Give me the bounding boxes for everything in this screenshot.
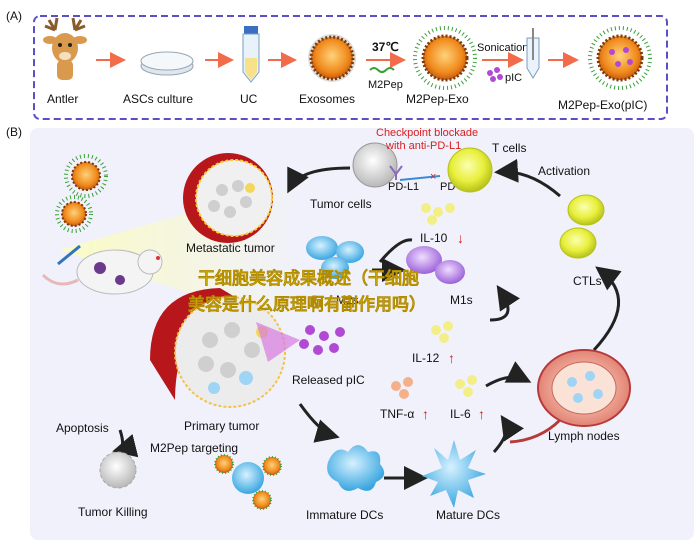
step-m2pep-exo: M2Pep-Exo [406,92,469,106]
primary-tumor-icon [150,288,300,408]
pd-l1-label: PD-L1 [388,181,419,193]
peptide-icon [369,67,395,73]
exosome-icon [308,34,356,82]
il10-down-arrow: ↓ [457,230,464,246]
checkpoint-line2: with anti-PD-L1 [385,140,461,152]
tumor-cells-label: Tumor cells [310,197,372,211]
metastatic-tumor-label: Metastatic tumor [186,241,275,255]
mature-dc-icon [422,440,486,508]
pic-dots-icon [487,67,503,82]
panel-a-tag: (A) [6,9,22,23]
activation-label: Activation [538,164,590,178]
m1-label: M1s [450,293,473,307]
centrifuge-tube-icon [242,26,260,83]
lymph-node-icon [509,349,631,444]
ctl-cell-1 [567,194,605,226]
step-uc: UC [240,92,258,106]
metastatic-tumor-icon [183,153,273,243]
m2pep-targeting-label: M2Pep targeting [150,441,238,455]
step-m2pep-exo-pic: M2Pep-Exo(pIC) [558,98,647,112]
petri-dish-icon [140,51,194,76]
primary-tumor-label: Primary tumor [184,419,259,433]
exosome-particle-1 [64,154,108,198]
antibody-icon [389,165,403,180]
panel-b: (B) Metastat [6,125,694,540]
dying-tumor-cell-icon [99,451,137,489]
checkpoint-line1: Checkpoint blockade [376,127,478,139]
arrow-apoptosis [112,429,139,458]
mouse-icon [41,249,163,295]
apoptosis-label: Apoptosis [56,421,109,435]
tumor-killing-label: Tumor Killing [78,505,148,519]
il6-label: IL-6 [450,407,471,421]
sonication-label: Sonication [477,42,528,54]
m2-label: M2s [336,293,359,307]
il6-up-arrow: ↑ [478,406,485,422]
panel-b-tag: (B) [6,125,22,139]
immature-dcs-label: Immature DCs [306,508,383,522]
m2pep-label: M2Pep [368,79,403,91]
ctls-label: CTLs [573,274,602,288]
arrow-tumor-to-metastatic [287,166,351,194]
targeting-macrophage-icon [214,454,282,510]
cytokine-dots-il6 [455,375,477,397]
exosome-particle-2 [55,195,93,233]
lymph-nodes-label: Lymph nodes [548,429,620,443]
il10-label: IL-10 [420,231,448,245]
step-ascs: ASCs culture [123,92,193,106]
tumor-cell-icon [352,142,398,188]
panel-a: (A) Antler ASCs culture UC [6,9,668,120]
m2-macrophages [306,236,364,279]
blocked-mark: × [430,171,436,183]
deer-icon [43,17,87,80]
arrow-to-lymph [485,361,532,388]
arrow-to-immature-dc [298,403,340,443]
arrow-dc-to-cytokines [492,415,524,454]
ctl-cell-2 [559,227,597,259]
released-pic-label: Released pIC [292,373,365,387]
tnf-label: TNF-α [380,407,414,421]
t-cell-icon [447,147,493,193]
overlay-line1: 干细胞美容成果概述（干细胞 [198,268,419,288]
il12-up-arrow: ↑ [448,350,455,366]
m1-macrophages [406,246,465,284]
arrow-lymph-to-ctl [592,266,622,352]
pic-label: pIC [505,72,522,84]
cytokine-dots-tnf [391,377,413,399]
overlay-line2: 美容是什么原理啊有副作用吗） [188,294,426,314]
temperature-label: 37℃ [372,40,399,54]
cytokine-dots-il10 [421,203,455,225]
arrow-ctl-to-tcell [494,158,561,198]
tube-icon [526,28,540,79]
il12-label: IL-12 [412,351,440,365]
released-pic-dots [299,325,345,355]
t-cells-label: T cells [492,141,526,155]
mature-dcs-label: Mature DCs [436,508,500,522]
m2pep-exo-pic-icon [588,26,652,90]
arrow-il10 [378,238,413,263]
step-exosomes: Exosomes [299,92,355,106]
syringe-icon [57,244,81,266]
arrow-cytokine-loop [489,285,520,322]
cytokine-dots-il12 [431,321,453,343]
pd-binding-line [399,175,441,181]
overlay-watermark: 干细胞美容成果概述（干细胞 美容是什么原理啊有副作用吗） [188,268,426,314]
tnf-up-arrow: ↑ [422,406,429,422]
step-antler: Antler [47,92,78,106]
immature-dc-icon [327,445,385,491]
m2pep-exo-icon [413,26,477,90]
